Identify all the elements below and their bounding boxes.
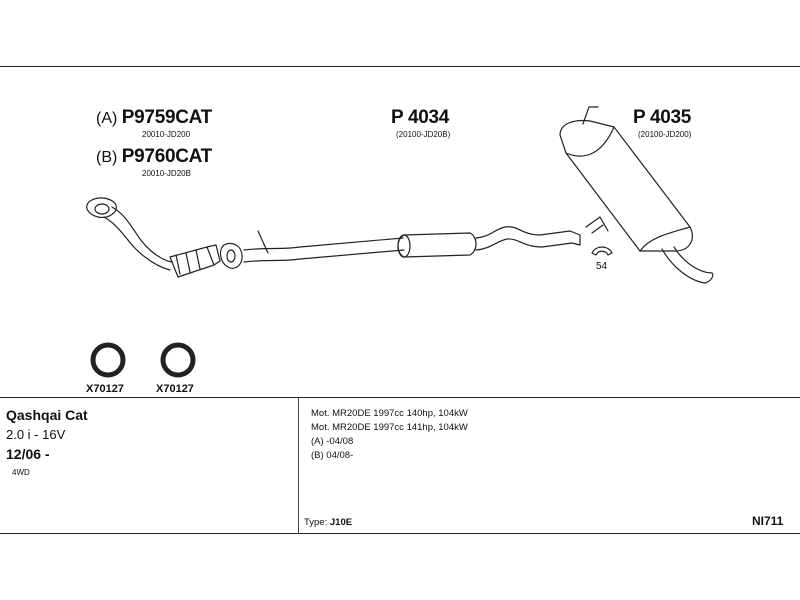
type-row: Type: J10E bbox=[304, 517, 352, 528]
type-label: Type: bbox=[304, 517, 328, 528]
cat-b-ref: 20010-JD20B bbox=[142, 169, 191, 178]
vehicle-drive: 4WD bbox=[12, 468, 30, 477]
ring1-number: X70127 bbox=[86, 383, 124, 395]
ring-x70127-2 bbox=[160, 342, 196, 378]
vehicle-date: 12/06 - bbox=[6, 446, 50, 462]
flange-gasket bbox=[219, 242, 243, 269]
clamp-54 bbox=[591, 246, 613, 256]
vehicle-model: Qashqai Cat bbox=[6, 407, 88, 423]
exhaust-drawing bbox=[86, 106, 714, 378]
cat-a-prefix: (A) bbox=[96, 110, 118, 127]
front-pipe bbox=[243, 230, 405, 263]
vehicle-engine: 2.0 i - 16V bbox=[6, 427, 66, 442]
ring2-number: X70127 bbox=[156, 383, 194, 395]
middle-part-ref: (20100-JD20B) bbox=[396, 130, 451, 139]
clamp-number: 54 bbox=[596, 261, 608, 272]
cat-b-number: P9760CAT bbox=[121, 146, 212, 167]
spec-line-3: (A) -04/08 bbox=[311, 436, 354, 447]
cat-a-ref: 20010-JD200 bbox=[142, 130, 191, 139]
exhaust-sheet: (A) P9759CAT 20010-JD200 (B) P9760CAT 20… bbox=[0, 66, 800, 534]
info-panel: Qashqai Cat 2.0 i - 16V 12/06 - 4WD Mot.… bbox=[0, 397, 800, 534]
part-cat-a: (A) P9759CAT bbox=[96, 107, 212, 129]
type-value: J10E bbox=[329, 517, 353, 528]
middle-part-number: P 4034 bbox=[391, 107, 450, 128]
tailpipe bbox=[661, 246, 714, 284]
spec-line-1: Mot. MR20DE 1997cc 140hp, 104kW bbox=[311, 408, 468, 419]
cat-a-number: P9759CAT bbox=[121, 107, 212, 128]
downpipe bbox=[103, 206, 173, 271]
diagram-code: NI711 bbox=[752, 514, 784, 528]
spec-line-2: Mot. MR20DE 1997cc 141hp, 104kW bbox=[311, 422, 468, 433]
info-divider bbox=[298, 398, 299, 534]
part-cat-b: (B) P9760CAT bbox=[96, 146, 212, 168]
catalytic-converter bbox=[169, 244, 221, 278]
rear-part-ref: (20100-JD200) bbox=[638, 130, 692, 139]
spec-line-4: (B) 04/08- bbox=[311, 450, 354, 461]
exhaust-diagram: (A) P9759CAT 20010-JD200 (B) P9760CAT 20… bbox=[0, 67, 800, 397]
front-flange bbox=[86, 197, 117, 218]
middle-silencer bbox=[397, 232, 477, 258]
rear-inlet-pipe bbox=[585, 216, 609, 234]
intermediate-pipe bbox=[475, 226, 581, 251]
ring-x70127-1 bbox=[90, 342, 126, 378]
cat-b-prefix: (B) bbox=[96, 149, 118, 166]
rear-part-number: P 4035 bbox=[633, 107, 692, 128]
